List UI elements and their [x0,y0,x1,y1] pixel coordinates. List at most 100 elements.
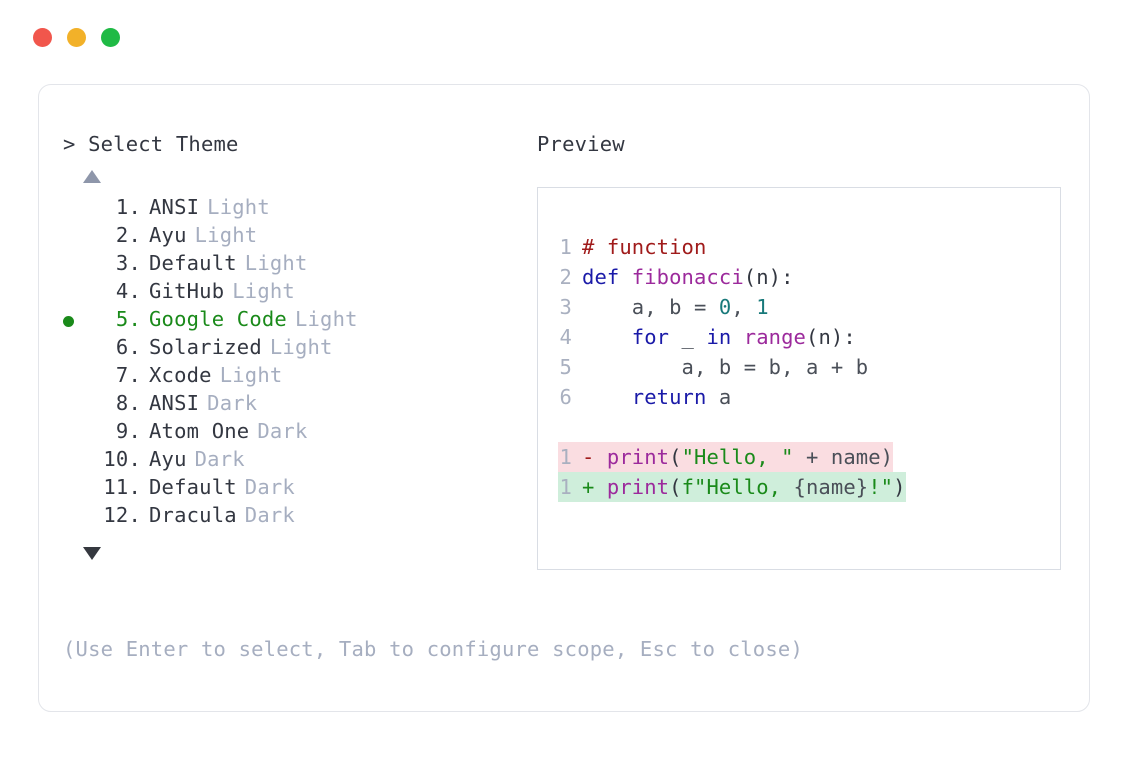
theme-index: 8. [115,391,141,415]
theme-name: Atom One [149,419,250,443]
theme-list-item[interactable]: 2. Ayu Light [63,223,533,251]
line-number: 2 [559,265,572,289]
code-token [731,325,743,349]
theme-index: 9. [115,419,141,443]
theme-list-item[interactable]: 7. Xcode Light [63,363,533,391]
code-token: "Hello, " [681,445,794,469]
theme-list-item[interactable]: 10. Ayu Dark [63,447,533,475]
line-number: 1 [559,445,572,469]
bullet-placeholder [63,419,93,447]
theme-name: Dracula [149,503,237,527]
theme-index: 3. [115,251,141,275]
bullet-placeholder [63,279,93,307]
theme-name: GitHub [149,279,225,303]
diff-block: 1- print("Hello, " + name)1+ print(f"Hel… [538,442,1060,502]
code-token: f"Hello, [681,475,794,499]
line-number: 1 [559,475,572,499]
minimize-button[interactable] [67,28,86,47]
diff-row: 1+ print(f"Hello, {name}!") [558,472,1060,502]
theme-mode: Light [207,195,270,219]
line-number: 3 [559,295,572,319]
code-token: for [631,325,670,349]
line-number: 1 [559,235,572,259]
prompt-heading: > Select Theme [63,129,533,159]
maximize-button[interactable] [101,28,120,47]
code-line: 3 a, b = 0, 1 [558,292,1060,322]
theme-name: Xcode [149,363,212,387]
code-token: , [731,295,757,319]
theme-mode: Light [232,279,295,303]
diff-plus-sign: + [582,475,607,499]
theme-name: Ayu [149,223,187,247]
code-token: a [706,385,732,409]
code-token: print [606,475,670,499]
theme-mode: Light [244,251,308,275]
theme-name: ANSI [149,391,200,415]
theme-mode: Light [219,363,283,387]
window-titlebar [33,28,120,47]
theme-index: 12. [103,503,141,527]
theme-mode: Dark [207,391,258,415]
theme-index: 11. [103,475,141,499]
code-token: return [631,385,707,409]
code-line: 4 for _ in range(n): [558,322,1060,352]
theme-list-item[interactable]: 9. Atom One Dark [63,419,533,447]
code-token: 1 [756,295,769,319]
scroll-up-icon[interactable] [83,170,101,183]
diff-row: 1- print("Hello, " + name) [558,442,1060,472]
code-token: in [706,325,732,349]
theme-name: Solarized [149,335,262,359]
theme-name: Ayu [149,447,187,471]
code-token: a, b = b, a + b [582,355,869,379]
theme-index: 7. [115,363,141,387]
code-line: 1 # function [558,232,1060,262]
code-token: print [606,445,670,469]
theme-name: Default [149,475,237,499]
code-token [582,325,632,349]
theme-name: Google Code [149,307,287,331]
code-token: ) [893,475,906,499]
code-token: a, b = [582,295,719,319]
theme-index: 10. [103,447,141,471]
code-token: ( [669,445,682,469]
code-token [582,385,632,409]
diff-removed-line: 1- print("Hello, " + name) [558,442,894,472]
theme-name: ANSI [149,195,200,219]
theme-mode: Dark [194,447,245,471]
bullet-placeholder [63,335,93,363]
line-number: 4 [559,325,572,349]
code-token: + name) [793,445,894,469]
code-token: !" [868,475,894,499]
theme-list-item[interactable]: 8. ANSI Dark [63,391,533,419]
page-title: Select Theme [88,132,239,156]
code-token: # function [582,235,707,259]
bullet-placeholder [63,251,93,279]
code-token: fibonacci [631,265,744,289]
theme-index: 6. [115,335,141,359]
theme-mode: Light [294,307,358,331]
line-number: 5 [559,355,572,379]
close-button[interactable] [33,28,52,47]
diff-minus-sign: - [582,445,607,469]
theme-index: 2. [115,223,141,247]
scroll-down-icon[interactable] [83,547,101,560]
preview-title: Preview [537,132,625,156]
code-token: 0 [718,295,732,319]
theme-mode: Dark [257,419,308,443]
code-token: (n): [743,265,794,289]
theme-mode: Light [194,223,258,247]
bullet-placeholder [63,195,93,223]
code-token: ( [669,475,682,499]
diff-added-line: 1+ print(f"Hello, {name}!") [558,472,906,502]
